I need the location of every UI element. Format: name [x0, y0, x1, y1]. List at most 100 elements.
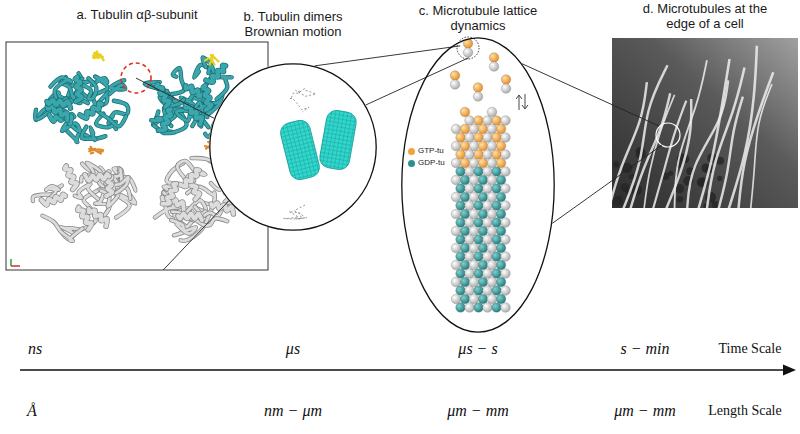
tubulin-monomer [487, 277, 497, 287]
zoom-outline [210, 64, 376, 230]
tubulin-monomer [460, 209, 470, 219]
protein-helix [211, 203, 233, 214]
tubulin-monomer [456, 167, 466, 177]
tubulin-monomer [487, 124, 497, 134]
tubulin-monomer [483, 235, 493, 245]
scale-axis [20, 365, 796, 376]
tubulin-monomer [474, 184, 484, 194]
tubulin-monomer [460, 277, 470, 287]
protein-ribbon [110, 80, 126, 94]
tubulin-monomer [492, 286, 502, 296]
ligand-stick [205, 58, 208, 60]
tubulin-monomer [460, 294, 470, 304]
protein-ribbon [171, 220, 196, 234]
tubulin-monomer [483, 116, 493, 126]
protein-ribbon [50, 77, 71, 98]
tubulin-monomer [451, 226, 461, 236]
tubulin-monomer [501, 286, 511, 296]
tubulin-monomer [478, 277, 488, 287]
scale-value: μs − s [458, 340, 497, 358]
tubulin-monomer [456, 235, 466, 245]
mesh-line [323, 140, 353, 145]
protein-ribbon [202, 57, 214, 74]
tubulin-monomer [474, 167, 484, 177]
tubulin-monomer [465, 269, 475, 279]
protein-ribbon [84, 78, 97, 99]
dimer-body [278, 118, 321, 182]
mesh-line [281, 130, 310, 137]
tubulin-monomer [487, 243, 497, 253]
panel-node: c. Microtubule lattice dynamics [401, 37, 555, 333]
tubulin-monomer [451, 192, 461, 202]
tubulin-monomer [465, 201, 475, 211]
mesh-line [287, 153, 316, 160]
protein-ribbon [205, 201, 235, 216]
tubulin-monomer [450, 71, 460, 81]
tubulin-monomer [460, 226, 470, 236]
mesh-line [282, 134, 311, 141]
zoom-line [315, 46, 469, 105]
ligand-stick [206, 146, 209, 149]
legend-entry: GDP-tu [408, 158, 445, 168]
ligand-stick [212, 60, 214, 64]
axis-arrowhead [783, 365, 796, 376]
tubulin-monomer [496, 124, 506, 134]
tubulin-monomer [469, 294, 479, 304]
protein-ribbon [172, 68, 184, 94]
panel-node: d. Microtubules at the edge of a cell [612, 38, 798, 208]
panel-title: b. Tubulin dimers Brownian motion [218, 9, 368, 39]
tubulin-monomer [483, 252, 493, 262]
scale-value: ns [28, 340, 42, 358]
tubulin-monomer [501, 235, 511, 245]
microtubule-filament [738, 72, 773, 208]
tubulin-monomer [501, 201, 511, 211]
protein-helix [75, 77, 82, 101]
ligand-stick [93, 55, 100, 58]
tubulin-monomer [489, 53, 499, 63]
tubulin-monomer [496, 277, 506, 287]
dimer-outline [318, 109, 358, 171]
dimer-body [318, 109, 358, 171]
ligand-stick [94, 57, 98, 58]
protein-ribbon [50, 77, 71, 98]
tubulin-monomer [501, 75, 511, 85]
tubulin-monomer [469, 209, 479, 219]
tubulin-monomer [483, 184, 493, 194]
protein-helix [179, 170, 199, 187]
protein-helix [179, 170, 199, 187]
microtubule-filament [750, 84, 772, 208]
protein-helix [158, 109, 171, 130]
vesicle [677, 196, 684, 203]
zoom-marker [457, 37, 479, 59]
ligand-stick [216, 59, 219, 62]
tubulin-monomer [478, 226, 488, 236]
ligand-stick [211, 55, 215, 58]
protein-helix [47, 100, 70, 108]
tubulin-monomer [460, 124, 470, 134]
tubulin-monomer [465, 116, 475, 126]
tubulin-monomer [478, 294, 488, 304]
tubulin-monomer [474, 218, 484, 228]
protein-helix [162, 184, 176, 204]
microtubule-filament [652, 101, 686, 208]
mesh-line [328, 113, 358, 118]
protein-ribbon [84, 78, 97, 99]
tubulin-monomer [469, 226, 479, 236]
tubulin-monomer [492, 133, 502, 143]
tubulin-monomer [492, 218, 502, 228]
tubulin-monomer [451, 124, 461, 134]
protein-helix [78, 207, 92, 229]
protein-helix [158, 109, 171, 130]
tubulin-monomer [465, 286, 475, 296]
tubulin-monomer [496, 141, 506, 151]
mesh-line [282, 125, 296, 181]
tubulin-monomer [465, 218, 475, 228]
tubulin-monomer [501, 303, 511, 313]
mesh-line [289, 161, 318, 168]
scale-value: μm − mm [614, 402, 676, 420]
tubulin-monomer [474, 116, 484, 126]
tubulin-monomer [474, 252, 484, 262]
protein-ribbon [82, 127, 96, 140]
mesh-line [325, 129, 355, 134]
